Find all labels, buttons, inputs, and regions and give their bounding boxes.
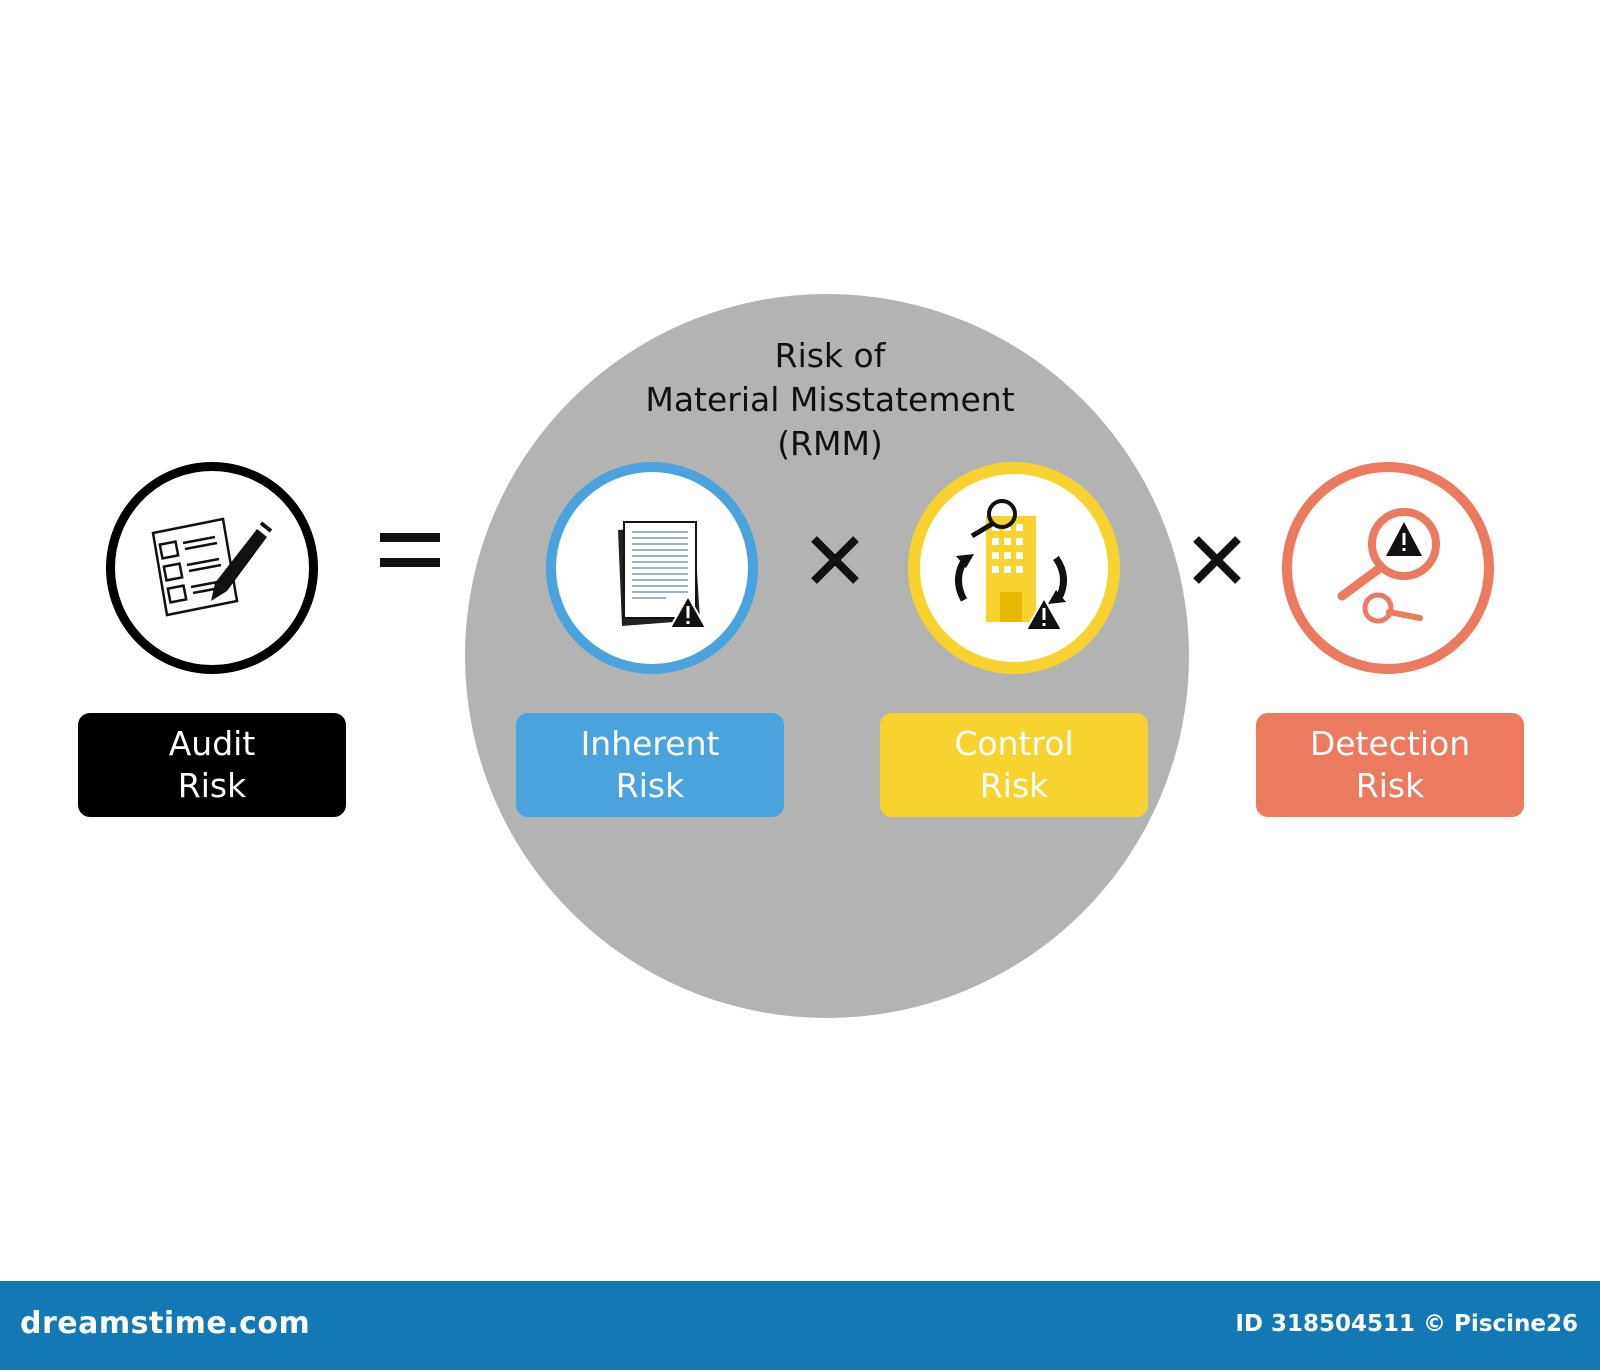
footer-bar <box>0 1281 1600 1370</box>
detection-risk-ring <box>1282 462 1494 674</box>
audit-risk-line1: Audit <box>168 724 256 763</box>
documents-warning-icon <box>618 521 708 629</box>
control-risk-label: Control Risk <box>880 713 1148 817</box>
times-operator-2 <box>1190 533 1244 591</box>
control-risk-line2: Risk <box>979 766 1049 805</box>
audit-risk-label: Audit Risk <box>78 713 346 817</box>
rmm-title-line2: Material Misstatement <box>645 380 1015 419</box>
brand-logo: dreamstime.com <box>20 1306 311 1341</box>
inherent-risk-line1: Inherent <box>580 724 720 763</box>
magnifier-warning-icon <box>1337 508 1440 624</box>
inherent-risk-label: Inherent Risk <box>516 713 784 817</box>
rmm-title-line1: Risk of <box>774 336 886 375</box>
audit-risk-ring <box>106 462 318 674</box>
detection-risk-line1: Detection <box>1309 724 1471 763</box>
inherent-risk-line2: Risk <box>615 766 685 805</box>
detection-risk-line2: Risk <box>1355 766 1425 805</box>
image-credit: ID 318504511 © Piscine26 <box>1235 1311 1578 1337</box>
control-risk-line1: Control <box>954 724 1074 763</box>
checklist-pen-icon <box>151 517 273 617</box>
detection-risk-label: Detection Risk <box>1256 713 1524 817</box>
rmm-title-line3: (RMM) <box>777 424 883 463</box>
rmm-title: Risk of Material Misstatement (RMM) <box>620 334 1040 466</box>
inherent-risk-ring <box>546 462 758 674</box>
equals-operator <box>378 520 442 584</box>
control-risk-ring <box>908 462 1120 674</box>
building-cycle-warning-icon <box>955 499 1067 631</box>
audit-risk-line2: Risk <box>177 766 247 805</box>
times-operator-1 <box>808 533 862 591</box>
